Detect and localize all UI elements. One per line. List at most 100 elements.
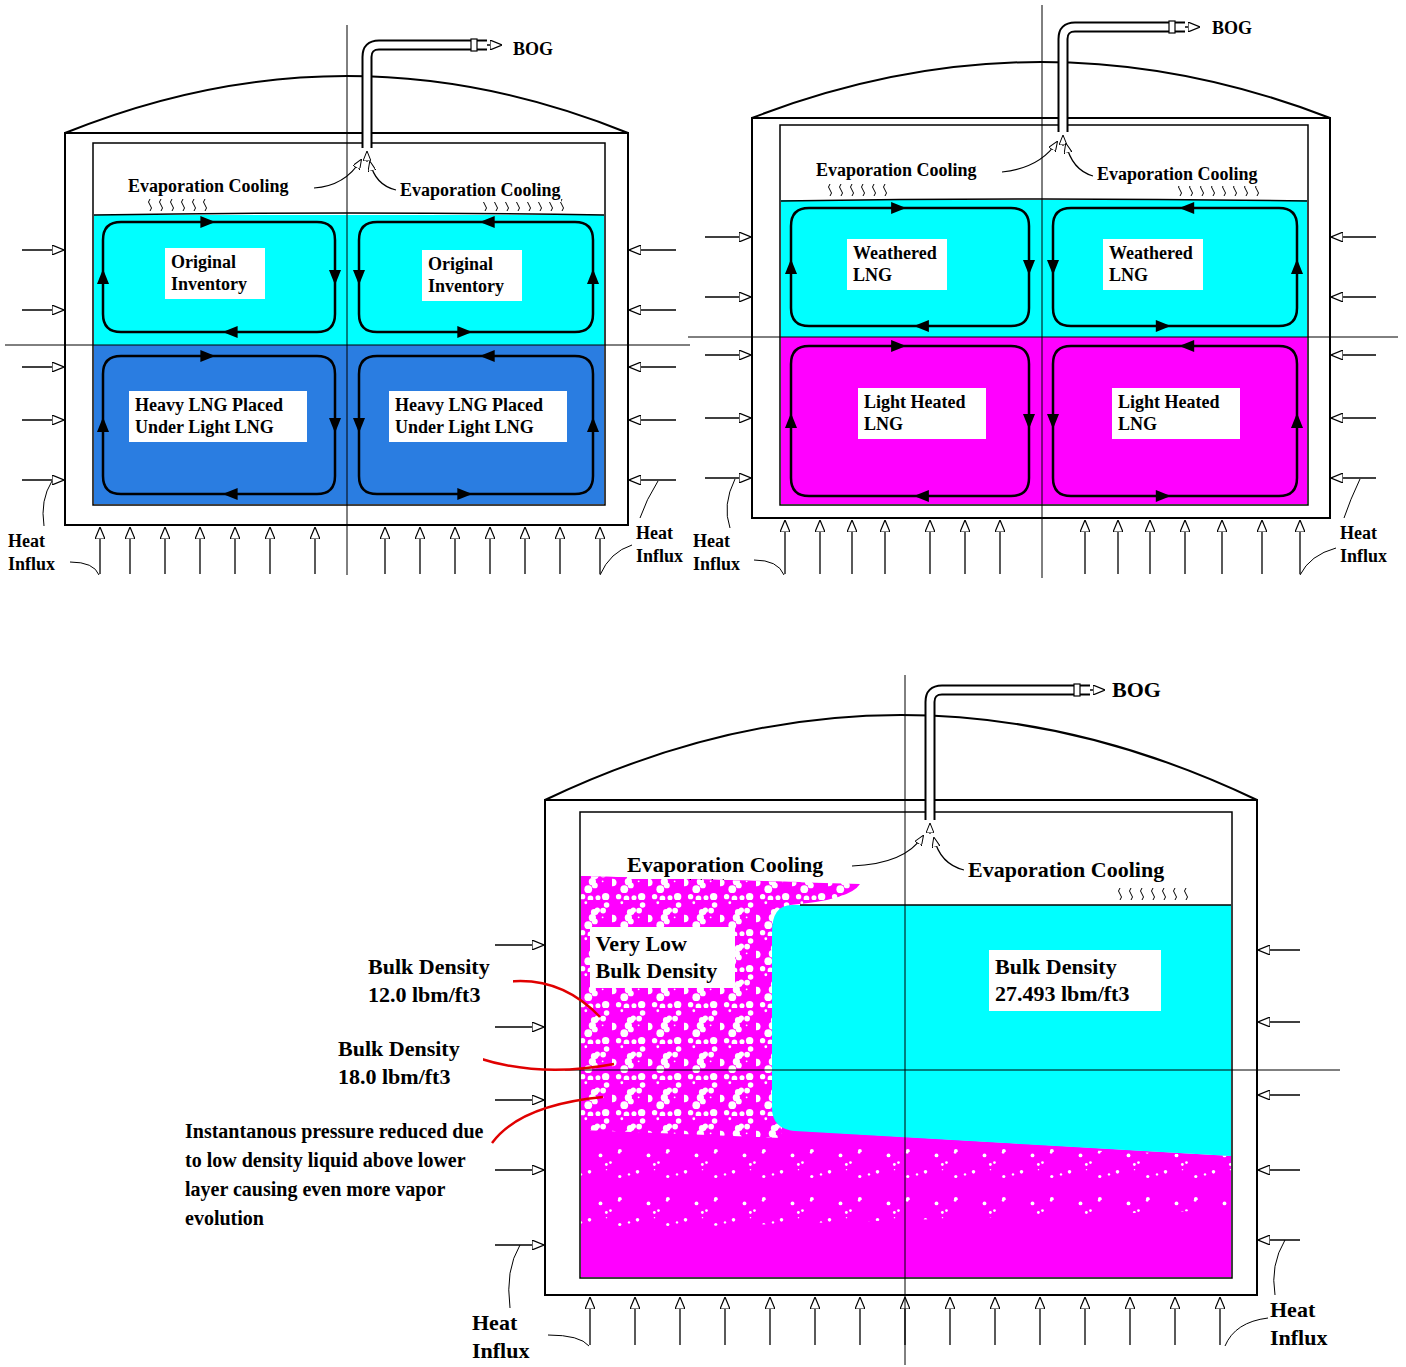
flow-arrowhead [329, 270, 341, 285]
vapor-leader [1066, 144, 1093, 176]
flow-arrowhead [1023, 414, 1035, 429]
drawing-line [814, 1298, 815, 1345]
drawing-line [1259, 1021, 1300, 1022]
evaporation-label: Evaporation Cooling [128, 175, 289, 198]
drawing-line [705, 236, 750, 237]
drawing-line [599, 528, 600, 574]
evaporation-label: Evaporation Cooling [400, 179, 561, 202]
tank-dome [545, 715, 1257, 800]
flow-arrowhead [353, 418, 365, 433]
drawing-line [949, 1298, 950, 1345]
heat-leader [548, 1335, 589, 1346]
drawing-line [1039, 1298, 1040, 1345]
liquid-surface [94, 213, 604, 215]
flow-arrowhead [914, 320, 929, 332]
pipe-flange [471, 39, 477, 51]
evaporation-label: Evaporation Cooling [627, 851, 823, 879]
heated-layer [581, 876, 1231, 1277]
heat-leader [43, 481, 52, 526]
flow-arrowhead [1179, 340, 1194, 352]
flow-arrowhead [457, 326, 472, 338]
flow-arrowhead [480, 216, 495, 228]
drawing-line [630, 366, 676, 367]
heat-leader [1274, 1240, 1285, 1295]
drawing-line [565, 1070, 1340, 1071]
drawing-line [199, 528, 200, 574]
flow-arrowhead [457, 488, 472, 500]
flow-arrowhead [1179, 202, 1194, 214]
heat-leader [600, 545, 632, 575]
evaporation-label: Evaporation Cooling [1097, 163, 1258, 186]
drawing-line [1084, 521, 1085, 574]
drawing-line [1221, 521, 1222, 574]
drawing-line [1259, 1169, 1300, 1170]
drawing-line [129, 528, 130, 574]
vapor-squiggle [1141, 888, 1144, 900]
vapor-leader [934, 838, 964, 870]
drawing-line [99, 528, 100, 574]
pipe-flange [1169, 21, 1175, 33]
heat-influx-label: Heat Influx [472, 1309, 542, 1364]
flow-arrowhead [329, 418, 341, 433]
flow-arrowhead [223, 326, 238, 338]
vapor-squiggle [1234, 184, 1237, 196]
drawing-line [1129, 1298, 1130, 1345]
red-leader [505, 981, 600, 1017]
drawing-line [1117, 521, 1118, 574]
vapor-squiggle [829, 184, 832, 196]
heat-leader [509, 1245, 520, 1308]
density-label: Bulk Density 18.0 lbm/ft3 [338, 1035, 483, 1090]
drawing-line [999, 521, 1000, 574]
drawing-line [366, 152, 367, 162]
upper-layer [94, 215, 604, 345]
layer-label-box: Light Heated LNG [858, 388, 986, 439]
drawing-line [524, 528, 525, 574]
vapor-squiggle [1190, 184, 1193, 196]
drawing-line [630, 419, 676, 420]
layer-label: Original Inventory [171, 251, 259, 296]
layer-label-box: Weathered LNG [1103, 239, 1203, 290]
circulation-loop [359, 356, 593, 494]
drawing-line [1332, 477, 1376, 478]
vapor-squiggle [1174, 888, 1177, 900]
vapor-squiggle [171, 199, 174, 211]
flow-arrowhead [1291, 413, 1303, 428]
weathered-layer [781, 200, 1307, 337]
vapor-squiggle [884, 184, 887, 196]
drawing-line [1084, 1298, 1085, 1345]
bog-label: BOG [1112, 676, 1161, 704]
drawing-line [1149, 521, 1150, 574]
layer-label: Original Inventory [428, 253, 516, 298]
layer-label-box: Weathered LNG [847, 239, 947, 290]
drawing-line [22, 309, 63, 310]
drawing-line [994, 1298, 995, 1345]
layer-label: Light Heated LNG [864, 391, 980, 436]
heat-influx-label: Heat Influx [636, 522, 694, 567]
layer-label: Weathered LNG [1109, 242, 1197, 287]
red-leader [492, 1097, 603, 1143]
drawing-line [688, 337, 1398, 338]
circulation-loop [359, 222, 593, 332]
drawing-line [22, 479, 63, 480]
bog-label: BOG [513, 38, 553, 61]
tank-outer-wall [545, 800, 1257, 1295]
drawing-line [22, 419, 63, 420]
vapor-squiggle [1119, 888, 1122, 900]
flow-arrowhead [785, 413, 797, 428]
vapor-squiggle [851, 184, 854, 196]
layer-label: Weathered LNG [853, 242, 941, 287]
vapor-squiggle [1152, 888, 1155, 900]
evaporation-label: Evaporation Cooling [816, 159, 977, 182]
vapor-squiggle [149, 199, 152, 211]
vapor-squiggle [204, 199, 207, 211]
flow-arrowhead [97, 269, 109, 284]
drawing-line [1062, 136, 1063, 146]
vapor-squiggle [1256, 184, 1259, 196]
layer-label: Heavy LNG Placed Under Light LNG [135, 394, 301, 439]
vapor-leader [1002, 142, 1057, 172]
drawing-line [1332, 417, 1376, 418]
vapor-leader [370, 162, 396, 190]
drawing-line [705, 354, 750, 355]
flow-arrowhead [891, 202, 906, 214]
circulation-loop [791, 346, 1029, 496]
